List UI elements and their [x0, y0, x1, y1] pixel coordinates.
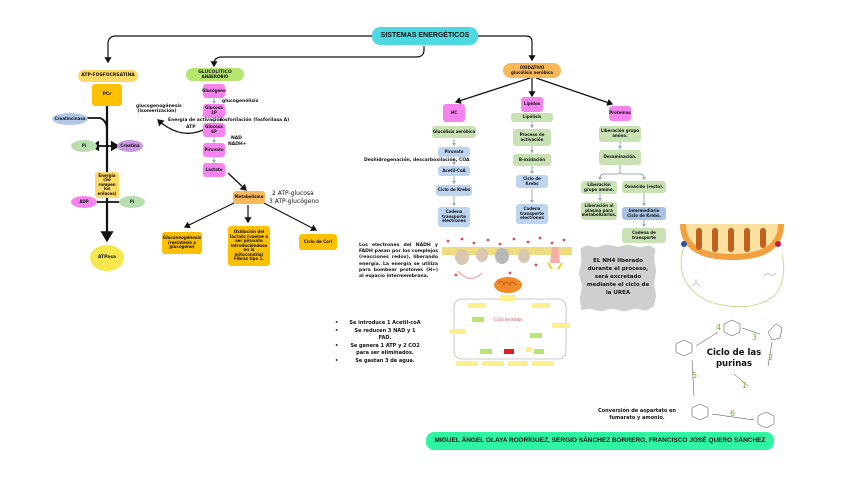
pi-right-node: Pi [119, 196, 145, 208]
energia-node: Energía (Se rompen los enlaces) [95, 172, 119, 198]
krebs-bullet: Se reducen 3 NAD y 1 FAD. [335, 328, 421, 343]
nad-label: NAD [231, 136, 242, 141]
krebs-bullet: Se gastan 3 de agua. [335, 358, 421, 366]
glucolitico-subtitle: ANAEROBIO [201, 73, 229, 79]
krebs-bullets: Se introduce 1 Acetil-coA Se reducen 3 N… [335, 320, 421, 365]
proteinas-left-plasma: Liberación al plasma para metabolizarlos… [581, 202, 617, 220]
proteinas-step-desaminacion: Desaminación. [599, 150, 641, 165]
oxidativo-title: OXIDATIVO [519, 64, 545, 70]
purine-step: 6 [730, 409, 735, 418]
electron-transport-illustration [440, 235, 576, 297]
krebs-bullet: Se genera 1 ATP y 2 CO2 para ser elimina… [335, 343, 421, 358]
proteinas-step-liberacion: Liberación grupo amino. [599, 126, 641, 142]
step-lactato: Lactato [203, 163, 225, 177]
metabolismo-node: Metabolismo [233, 191, 265, 204]
purine-cycle-figure: 1 2 3 4 5 6 Ciclo de las purinas [672, 316, 800, 434]
purine-step: 5 [692, 371, 697, 380]
krebs-svg: Ciclo de Krebs [450, 295, 570, 366]
authors-banner: MIGUEL ÁNGEL OLAYA RODRÍGUEZ, SERGIO SÁN… [426, 432, 774, 450]
hc-step-ciclo-krebs: Ciclo de Krebs [436, 185, 472, 196]
purine-cycle-title: Ciclo de las purinas [706, 348, 762, 369]
lipidos-step-cadena-transporte: Cadena transporte electrones [516, 204, 548, 224]
atp-glucogeno-label: 3 ATP-glucógeno [269, 198, 319, 205]
atp-pc-header: ATP-FOSFOCRSATINA [78, 70, 138, 82]
glucolitico-title: GLUCOLÍTICO [198, 69, 232, 75]
lipidos-step-lipolisis: Lipólisis [511, 113, 553, 122]
proteinas-node: Proteínas [609, 106, 631, 121]
proteinas-left-liberacion: Liberación grupo amino. [581, 181, 617, 194]
gluconeogenesis-label: glucogenogénesis (isomerización) [136, 104, 182, 114]
glucolitico-header: GLUCOLÍTICO ANAEROBIO [186, 68, 244, 81]
lipidos-node: Lípidos [521, 97, 543, 112]
outcome-ciclo-cori: Ciclo de Cori [299, 234, 337, 250]
urea-svg [680, 224, 785, 308]
fosforilacion-label: fosforilación (fosforilasa A) [220, 118, 290, 123]
krebs-bullet: Se introduce 1 Acetil-coA [335, 320, 421, 328]
lipidos-step-activacion: Proceso de activación [513, 129, 551, 146]
glucogenolisis-label: glucogenólisis [222, 99, 259, 104]
purine-step: 4 [716, 323, 721, 332]
membrane-svg [442, 236, 572, 293]
main-title: SISTEMAS ENERGÉTICOS [372, 27, 478, 45]
lipidos-step-b-oxidacion: B-oxidación [513, 154, 551, 166]
hc-step-cadena-transporte: Cadena transporte electrones [438, 207, 470, 227]
creatincinasa-node: Creatincinasa [52, 113, 88, 125]
outcome-gluconeogenesis: Gluconeogénesis (resíntesis a glucógeno) [162, 232, 202, 254]
krebs-cycle-figure: Ciclo de Krebs [448, 293, 574, 371]
oxidativo-header: OXIDATIVO glucólisis aeróbica [503, 63, 561, 78]
nadh-label: NADH+ [228, 142, 247, 147]
oxidativo-subtitle: glucólisis aeróbica [511, 69, 553, 75]
urea-note: EL NH4 liberado durante el proceso, será… [579, 244, 657, 312]
aspartato-note: Conversión de aspartato en fumarato y am… [598, 408, 676, 421]
purine-step: 2 [768, 353, 773, 362]
proteinas-right-cadena: Cadena de transporte [622, 228, 666, 243]
step-piruvato: Piruvato [203, 143, 225, 157]
lipidos-step-ciclo-krebs: Ciclo de Krebs [516, 175, 548, 188]
urea-cycle-figure [670, 224, 794, 314]
pcr-node: PCr [92, 84, 122, 106]
step-glucosa-6p: Glucosa 6P [203, 123, 225, 137]
purine-svg: 1 2 3 4 5 6 [675, 319, 783, 429]
creatina-node: Creatina [117, 140, 143, 152]
krebs-figure-title: Ciclo de Krebs [494, 317, 522, 322]
hc-step-piruvato: Piruvato [438, 147, 470, 157]
energia-activacion-label: Energía de activación [168, 118, 223, 123]
purine-step: 1 [742, 381, 747, 390]
hc-step-acetil-coa: Acetil-CoA [438, 166, 470, 176]
atp-glucosa-label: 2 ATP-glucosa [272, 190, 314, 197]
hc-side-note: Deshidrogenación, descarboxilación, COA [364, 158, 470, 163]
proteinas-right-oxoacido: Oxoácido (resto). [622, 181, 666, 193]
proteinas-right-intermediario: Intermediario Ciclo de Krebs. [622, 207, 666, 220]
electron-note: Los electrones del NADH y FADH pasan por… [359, 243, 438, 279]
atp-label: ATP [186, 125, 196, 130]
step-glucogeno: Glucógeno [202, 84, 226, 98]
adp-node: ADP [71, 196, 97, 208]
atpasa-node: ATPasa [90, 245, 124, 271]
hc-step-glucolisis-aerobica: Glucólisis aeróbica [432, 126, 476, 138]
outcome-oxidacion-lactato: Oxidación del lactato (vuelve a ser piru… [228, 226, 270, 266]
step-glucosa-1p: Glucosa 1P [203, 104, 225, 118]
purine-step: 3 [752, 333, 757, 342]
hc-node: HC [443, 104, 465, 122]
pi-left-node: Pi [71, 140, 97, 152]
